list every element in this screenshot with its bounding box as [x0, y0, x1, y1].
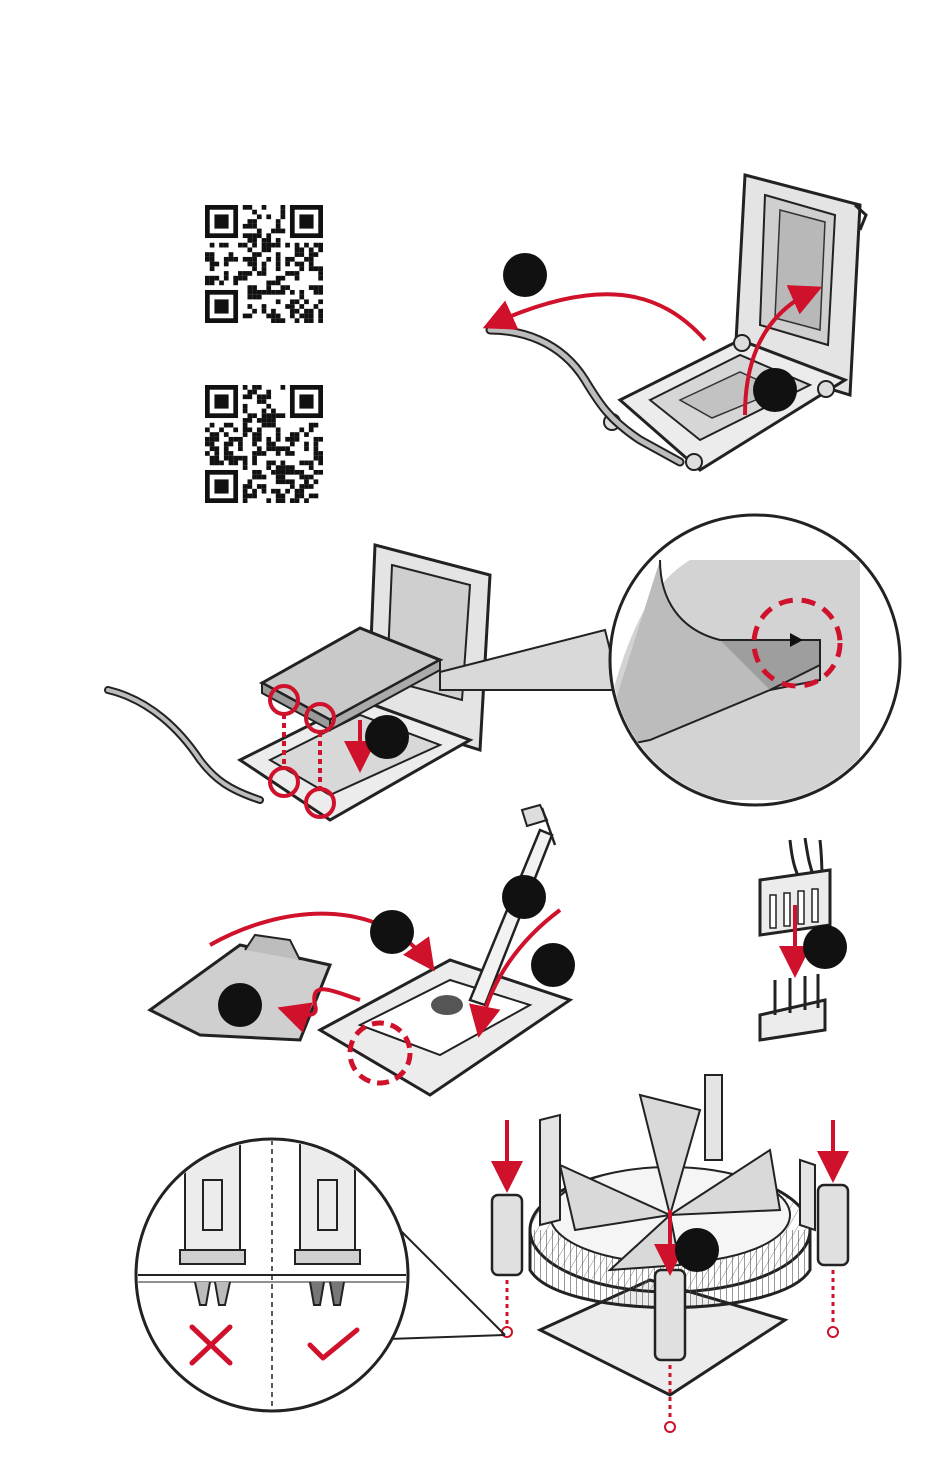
step-badge-lock-lever [531, 943, 575, 987]
socket-open-panel [490, 175, 866, 470]
step-badge-close-plate [370, 910, 414, 954]
step-badge-fan-connector [803, 925, 847, 969]
step-badge-apply-paste [502, 875, 546, 919]
step-badge-remove-cover [218, 983, 262, 1027]
cpu-insert-panel [108, 515, 900, 820]
close-socket-panel [150, 805, 570, 1095]
step-badge-load-plate [753, 368, 797, 412]
pin-detail-panel [130, 1139, 505, 1411]
step-badge-insert-cpu [365, 715, 409, 759]
step-badge-mount-cooler [675, 1228, 719, 1272]
cooler-mount-panel [492, 1075, 848, 1432]
step-badge-lever [503, 253, 547, 297]
